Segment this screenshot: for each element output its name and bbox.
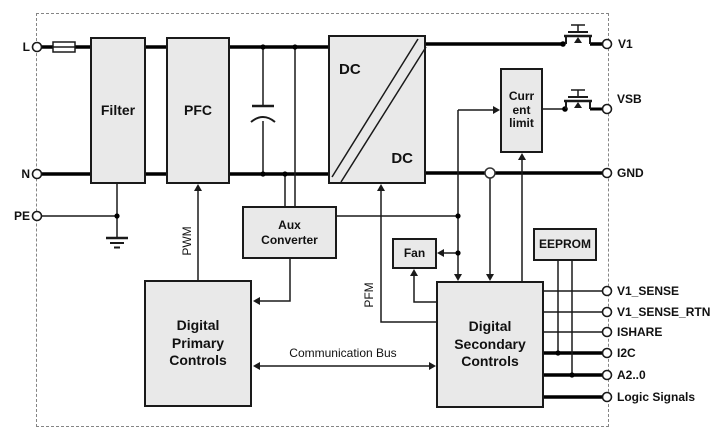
digital-secondary-controls-block: Digital Secondary Controls: [436, 281, 544, 408]
fan-block: Fan: [392, 238, 437, 269]
pfc-block: PFC: [166, 37, 230, 184]
terminal-label-V1-SENSE-RTN: V1_SENSE_RTN: [617, 305, 711, 319]
filter-block: Filter: [90, 37, 146, 184]
eeprom-block: EEPROM: [533, 228, 597, 261]
filter-label: Filter: [100, 102, 136, 119]
digital-primary-controls-label: Digital Primary Controls: [169, 317, 227, 369]
terminal-label-I2C: I2C: [617, 346, 636, 360]
eeprom-label: EEPROM: [538, 237, 591, 252]
aux-converter-block: Aux Converter: [242, 206, 337, 259]
digital-secondary-controls-label: Digital Secondary Controls: [454, 318, 526, 370]
dc-output-label: DC: [391, 150, 413, 168]
terminal-label-V1: V1: [618, 37, 633, 51]
communication-bus-label: Communication Bus: [289, 346, 397, 360]
fan-label: Fan: [403, 246, 426, 261]
terminal-label-N: N: [21, 167, 30, 181]
current-limit-block: Curr ent limit: [500, 68, 543, 153]
pwm-signal-label: PWM: [180, 226, 194, 256]
terminal-label-V1-SENSE: V1_SENSE: [617, 284, 680, 298]
terminal-label-L: L: [22, 40, 30, 54]
dc-input-label: DC: [339, 61, 361, 78]
digital-primary-controls-block: Digital Primary Controls: [144, 280, 252, 407]
terminal-label-PE: PE: [13, 209, 30, 223]
terminal-label-VSB: VSB: [617, 92, 642, 106]
terminal-label-GND: GND: [617, 166, 644, 180]
terminal-label-ISHARE: ISHARE: [617, 325, 663, 339]
dcdc-converter-block: DC DC: [328, 35, 426, 184]
terminal-label-A2-0: A2..0: [617, 368, 646, 382]
current-limit-label: Curr ent limit: [508, 88, 535, 131]
pfm-signal-label: PFM: [362, 282, 376, 308]
pfc-label: PFC: [184, 102, 212, 119]
aux-converter-label: Aux Converter: [261, 218, 318, 247]
terminal-label-logic-signals: Logic Signals: [617, 390, 696, 404]
